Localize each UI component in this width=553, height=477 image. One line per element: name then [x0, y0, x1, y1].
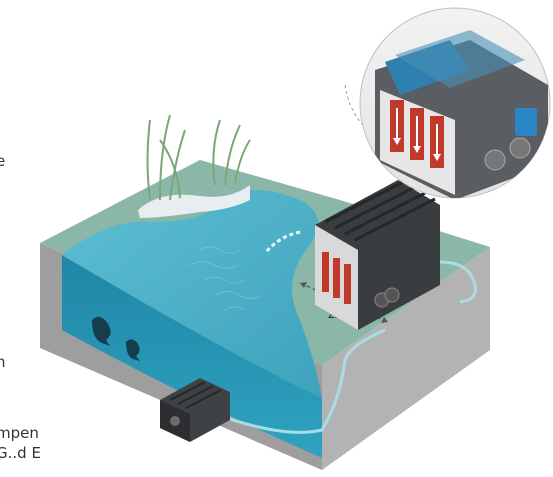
- pond-water-surface: [62, 190, 322, 398]
- edge-text-2: n: [0, 353, 6, 371]
- filter-outlet-hose: [439, 260, 477, 304]
- hoses: [199, 260, 477, 434]
- pump-hose: [199, 328, 386, 434]
- koi-fish-icon: [92, 316, 140, 361]
- edge-text-3: mpen: [0, 424, 39, 442]
- pond: [62, 190, 322, 458]
- pond-pump-icon: [160, 378, 230, 442]
- pond-plants-icon: [138, 114, 251, 218]
- pond-water-side: [62, 255, 322, 458]
- edge-text-4: G..d E: [0, 444, 41, 462]
- edge-text-1: e: [0, 152, 6, 170]
- inset-detail: [344, 7, 551, 199]
- pressure-filter-icon: [315, 179, 440, 330]
- return-water-jet: [264, 230, 301, 253]
- soil-right-side: [322, 247, 490, 470]
- water-ripples: [189, 246, 264, 311]
